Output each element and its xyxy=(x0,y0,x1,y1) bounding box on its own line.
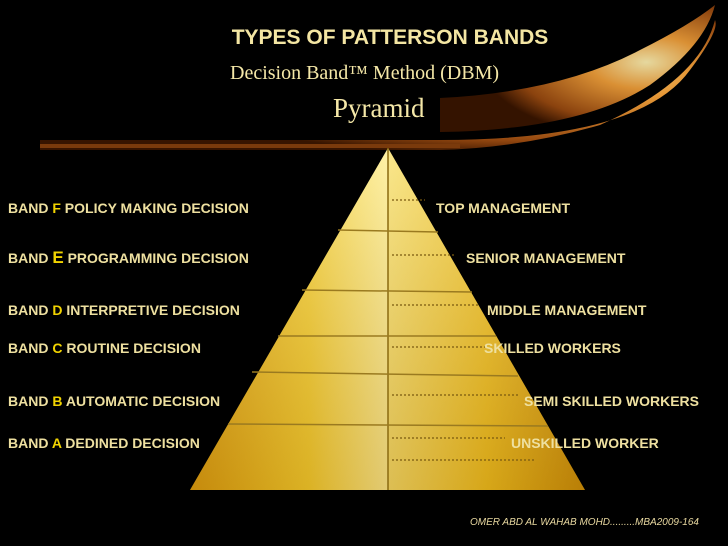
slide-subtitle: Decision Band™ Method (DBM) xyxy=(230,62,500,84)
band-letter: E xyxy=(52,248,64,267)
band-prefix: BAND xyxy=(8,435,52,451)
band-description: DEDINED DECISION xyxy=(61,435,200,451)
level-label-unskilled: UNSKILLED WORKER xyxy=(511,435,659,451)
band-description: POLICY MAKING DECISION xyxy=(60,200,249,216)
band-letter: C xyxy=(52,340,63,356)
level-label-semi-skilled: SEMI SKILLED WORKERS xyxy=(524,393,700,409)
band-prefix: BAND xyxy=(8,302,53,318)
band-description: ROUTINE DECISION xyxy=(62,340,201,356)
band-letter: F xyxy=(52,200,61,216)
diagram-title: Pyramid xyxy=(333,93,425,123)
author-credit: OMER ABD AL WAHAB MOHD.........MBA2009-1… xyxy=(470,517,699,528)
band-label-c: BAND C ROUTINE DECISION xyxy=(8,340,201,356)
band-label-e: BAND E PROGRAMMING DECISION xyxy=(8,248,249,268)
pyramid xyxy=(190,148,585,490)
band-prefix: BAND xyxy=(8,200,53,216)
band-label-d: BAND D INTERPRETIVE DECISION xyxy=(8,302,240,318)
band-letter: D xyxy=(52,302,63,318)
band-letter: B xyxy=(52,393,63,409)
band-description: INTERPRETIVE DECISION xyxy=(62,302,240,318)
title-swoosh xyxy=(40,5,716,150)
band-label-b: BAND B AUTOMATIC DECISION xyxy=(8,393,220,409)
band-prefix: BAND xyxy=(8,340,53,356)
level-label-skilled: SKILLED WORKERS xyxy=(484,340,621,356)
band-label-f: BAND F POLICY MAKING DECISION xyxy=(8,200,249,216)
band-prefix: BAND xyxy=(8,393,53,409)
level-label-top: TOP MANAGEMENT xyxy=(436,200,571,216)
band-label-a: BAND A DEDINED DECISION xyxy=(8,435,200,451)
band-prefix: BAND xyxy=(8,250,53,266)
band-description: AUTOMATIC DECISION xyxy=(62,393,221,409)
level-label-middle: MIDDLE MANAGEMENT xyxy=(487,302,647,318)
slide-title: TYPES OF PATTERSON BANDS xyxy=(231,26,549,49)
band-letter: A xyxy=(51,435,62,451)
level-label-senior: SENIOR MANAGEMENT xyxy=(466,250,626,266)
band-description: PROGRAMMING DECISION xyxy=(63,250,249,266)
